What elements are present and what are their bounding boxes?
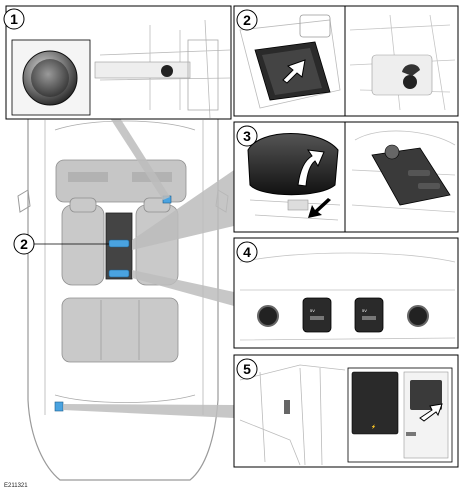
svg-text:2: 2	[243, 12, 251, 28]
boot-socket-label: ⚡	[371, 424, 376, 429]
svg-text:1: 1	[10, 11, 18, 27]
rear-seat	[61, 297, 179, 363]
socket-left-icon	[257, 305, 279, 327]
dashboard	[55, 159, 187, 203]
panel-1	[5, 5, 232, 120]
socket-right-icon	[407, 305, 429, 327]
accessory-socket-icon	[403, 75, 417, 89]
svg-text:5: 5	[243, 361, 251, 377]
usb-port-right: 5V	[354, 297, 384, 333]
callout-5: 5	[236, 358, 258, 380]
boot-usb-marker	[54, 401, 64, 412]
push-arrow-icon	[308, 198, 331, 218]
leader-beams	[63, 118, 238, 418]
armrest-lid	[247, 133, 339, 196]
front-seat-left	[61, 204, 105, 286]
callout-4: 4	[236, 241, 258, 263]
panel-2	[233, 5, 459, 117]
console-usb-front	[108, 239, 130, 248]
svg-text:2: 2	[20, 236, 28, 252]
press-arrow-icon	[282, 59, 306, 84]
usb-port-right-label: 5V	[362, 308, 367, 313]
console-usb-rear	[108, 269, 130, 278]
panel-5: ⚡	[233, 354, 459, 468]
callout-2-vehicle: 2	[13, 233, 109, 255]
callout-3: 3	[236, 125, 258, 147]
svg-text:3: 3	[243, 128, 251, 144]
usb-port-left-label: 5V	[310, 308, 315, 313]
figure-reference-code: E211321	[4, 483, 28, 489]
usb-port-left: 5V	[302, 297, 332, 333]
callout-2-panel: 2	[236, 9, 258, 31]
lift-arrow-icon	[297, 149, 325, 187]
panel-3	[233, 121, 459, 233]
svg-text:4: 4	[243, 244, 251, 260]
panel-4: 5V 5V	[233, 237, 459, 349]
callout-1: 1	[3, 8, 25, 30]
boot-arrow-icon	[419, 403, 443, 422]
